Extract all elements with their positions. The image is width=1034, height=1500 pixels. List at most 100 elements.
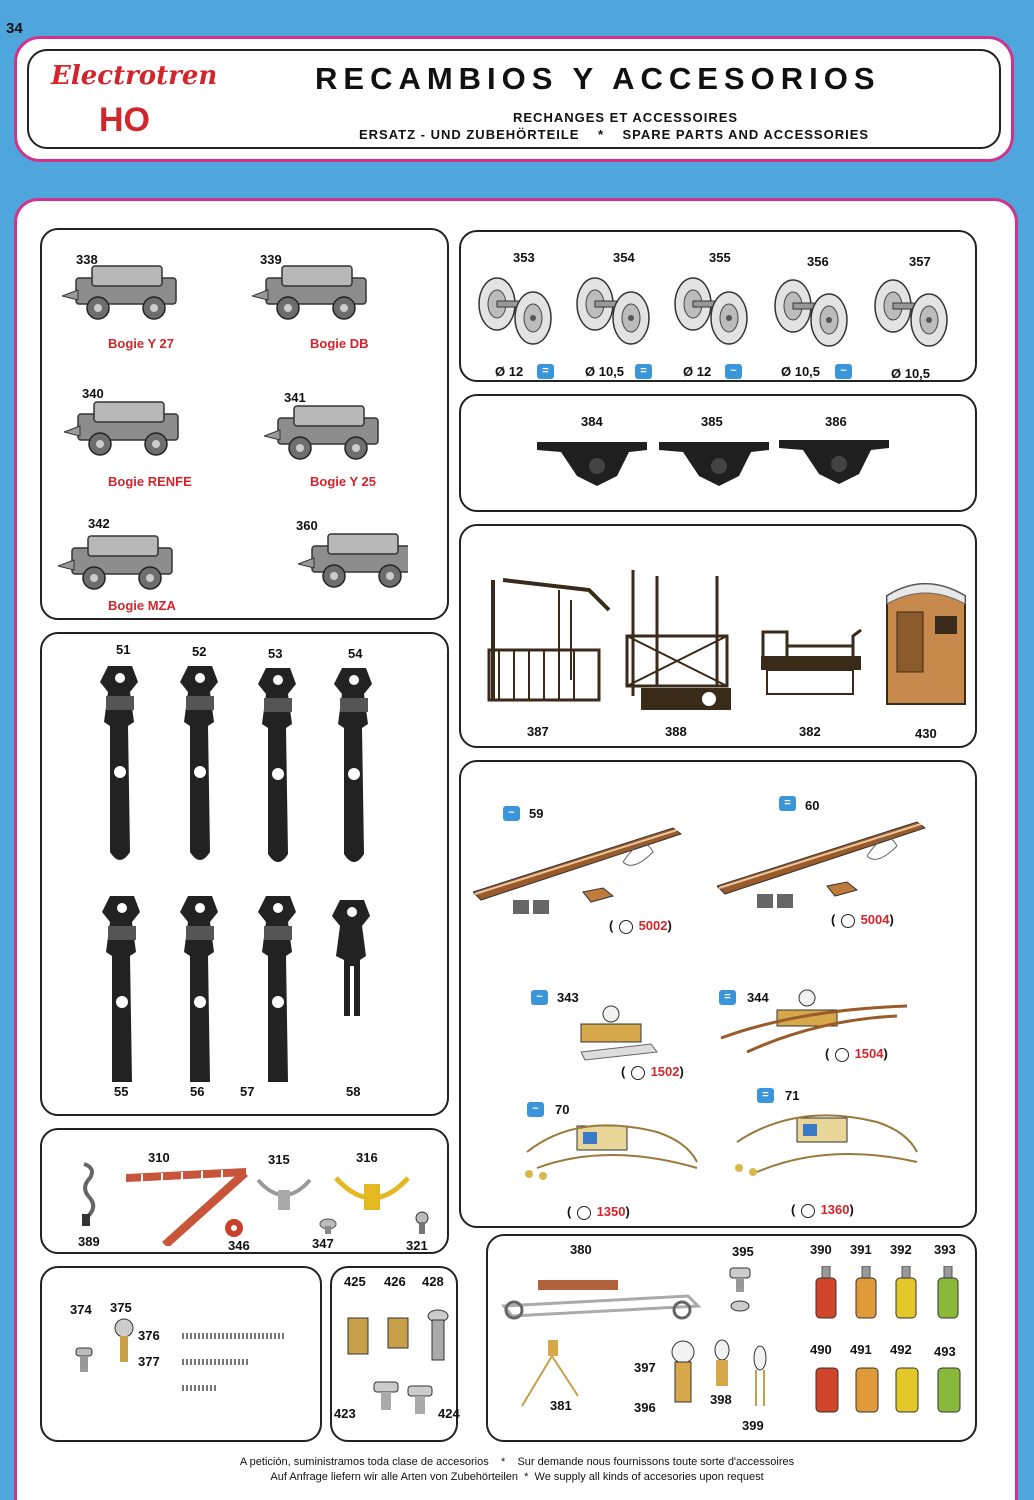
part-number: 53	[268, 646, 283, 661]
bogie-name: Bogie Y 27	[108, 336, 174, 351]
wheelset-image	[874, 279, 948, 347]
footer-line-1: A petición, suministramos toda clase de …	[0, 1456, 1034, 1468]
part-number: 338	[76, 252, 98, 267]
part-number: 391	[850, 1242, 872, 1257]
subtitle-separator: *	[597, 127, 604, 142]
part-number: 346	[228, 1238, 250, 1253]
screw-image	[114, 1318, 134, 1362]
yellow-plug-image	[895, 1266, 917, 1319]
hook-image	[256, 1178, 312, 1210]
part-number: 342	[88, 516, 110, 531]
bulb-ref: ( 1350)	[567, 1204, 630, 1220]
ac-symbol-icon: ~	[531, 990, 548, 1005]
hose-image	[82, 1162, 96, 1226]
part-number: 382	[799, 724, 821, 739]
part-number: 397	[634, 1360, 656, 1375]
part-number: 340	[82, 386, 104, 401]
part-number: 425	[344, 1274, 366, 1289]
panel-wheels: 353 Ø 12 = 354 Ø 10,5 = 355 Ø 12 ~ 356 Ø…	[459, 230, 977, 382]
part-number: 353	[513, 250, 535, 265]
knob-image	[225, 1219, 243, 1237]
footer-de: Auf Anfrage liefern wir alle Arten von Z…	[270, 1471, 519, 1483]
wheelset-image	[774, 279, 848, 347]
panel-platforms: 387 388 382 430	[459, 524, 977, 748]
panel-screws: 425 426 428 423 424	[330, 1266, 460, 1442]
part-number: 360	[296, 518, 318, 533]
bulb-icon	[618, 919, 633, 934]
lighting-kit-image	[717, 821, 926, 909]
bogie-name: Bogie DB	[310, 336, 369, 351]
small-screw-image	[415, 1211, 429, 1234]
part-number: 344	[747, 990, 769, 1005]
part-number: 395	[732, 1244, 754, 1259]
part-number: 55	[114, 1084, 129, 1099]
footer-star: *	[524, 1471, 529, 1483]
part-number: 339	[260, 252, 282, 267]
wheelset-image	[674, 277, 748, 345]
part-number: 385	[701, 414, 723, 429]
lighting-circuit-image	[525, 1124, 698, 1180]
balcony-387-image	[487, 578, 611, 702]
bogie-mza-image	[58, 535, 173, 590]
part-number: 390	[810, 1242, 832, 1257]
part-number: 381	[550, 1398, 572, 1413]
ac-symbol-icon: ~	[527, 1102, 544, 1117]
contact-spring-image	[521, 1340, 579, 1407]
header-frame: Electrotren HO RECAMBIOS Y ACCESORIOS RE…	[14, 36, 1014, 162]
coupler-image	[100, 666, 138, 860]
subtitle-de-en: ERSATZ - UND ZUBEHÖRTEILE * SPARE PARTS …	[359, 127, 869, 142]
panel-lighting: ~ 59 ( 5002) = 60 ( 5004) ~ 343 ( 1502) …	[459, 760, 977, 1228]
lighting-kit-image	[473, 827, 682, 915]
part-number: 430	[915, 726, 937, 741]
part-number: 388	[665, 724, 687, 739]
part-number: 356	[807, 254, 829, 269]
coupler-image	[334, 668, 372, 862]
coupler-image	[180, 666, 218, 860]
subtitle-en: SPARE PARTS AND ACCESSORIES	[622, 127, 870, 142]
part-number: 377	[138, 1354, 160, 1369]
rivet-image	[373, 1381, 399, 1410]
ac-symbol-icon: ~	[503, 806, 520, 821]
bulb-ref: ( 5002)	[609, 918, 672, 934]
wheelset-image	[576, 277, 650, 345]
part-number: 492	[890, 1342, 912, 1357]
bogie-frame-image	[537, 442, 647, 486]
coupler-image	[332, 900, 370, 1016]
part-number: 389	[78, 1234, 100, 1249]
part-number: 343	[557, 990, 579, 1005]
part-number: 310	[148, 1150, 170, 1165]
part-number: 399	[742, 1418, 764, 1433]
part-number: 347	[312, 1236, 334, 1251]
pickup-image	[501, 1280, 702, 1320]
wheel-diameter: Ø 10,5	[585, 364, 625, 379]
dc-symbol-icon: =	[635, 364, 652, 379]
part-number: 354	[613, 250, 635, 265]
part-number: 428	[422, 1274, 444, 1289]
screw-image	[75, 1347, 93, 1372]
bulb-ref: ( 1502)	[621, 1064, 684, 1080]
ac-symbol-icon: ~	[725, 364, 742, 379]
screw-image	[729, 1267, 751, 1312]
part-number: 376	[138, 1328, 160, 1343]
part-number: 357	[909, 254, 931, 269]
red-socket-image	[815, 1367, 839, 1413]
wheel-diameter: Ø 10,5	[891, 366, 931, 381]
panel-bogies: 338 Bogie Y 27 339 Bogie DB 340 Bogie RE…	[40, 228, 449, 620]
part-number: 316	[356, 1150, 378, 1165]
lamp-holder-image	[720, 989, 908, 1054]
footer-star: *	[500, 1456, 506, 1468]
bogie-y27-image	[62, 265, 177, 320]
bogie-frame-image	[779, 440, 889, 484]
part-number: 423	[334, 1406, 356, 1421]
part-number: 315	[268, 1152, 290, 1167]
part-number: 54	[348, 646, 363, 661]
panel-couplers: 51 52 53 54 55 56 57 58	[40, 632, 449, 1116]
panel-frames: 384 385 386	[459, 394, 977, 512]
part-number: 374	[70, 1302, 92, 1317]
bogie-db-image	[252, 265, 367, 320]
brakemans-cabin-image	[886, 583, 966, 705]
green-socket-image	[937, 1367, 961, 1413]
bulb-ref: ( 1504)	[825, 1046, 888, 1062]
panel-springs: 374 375 376 377	[40, 1266, 322, 1442]
part-number: 424	[438, 1406, 460, 1421]
